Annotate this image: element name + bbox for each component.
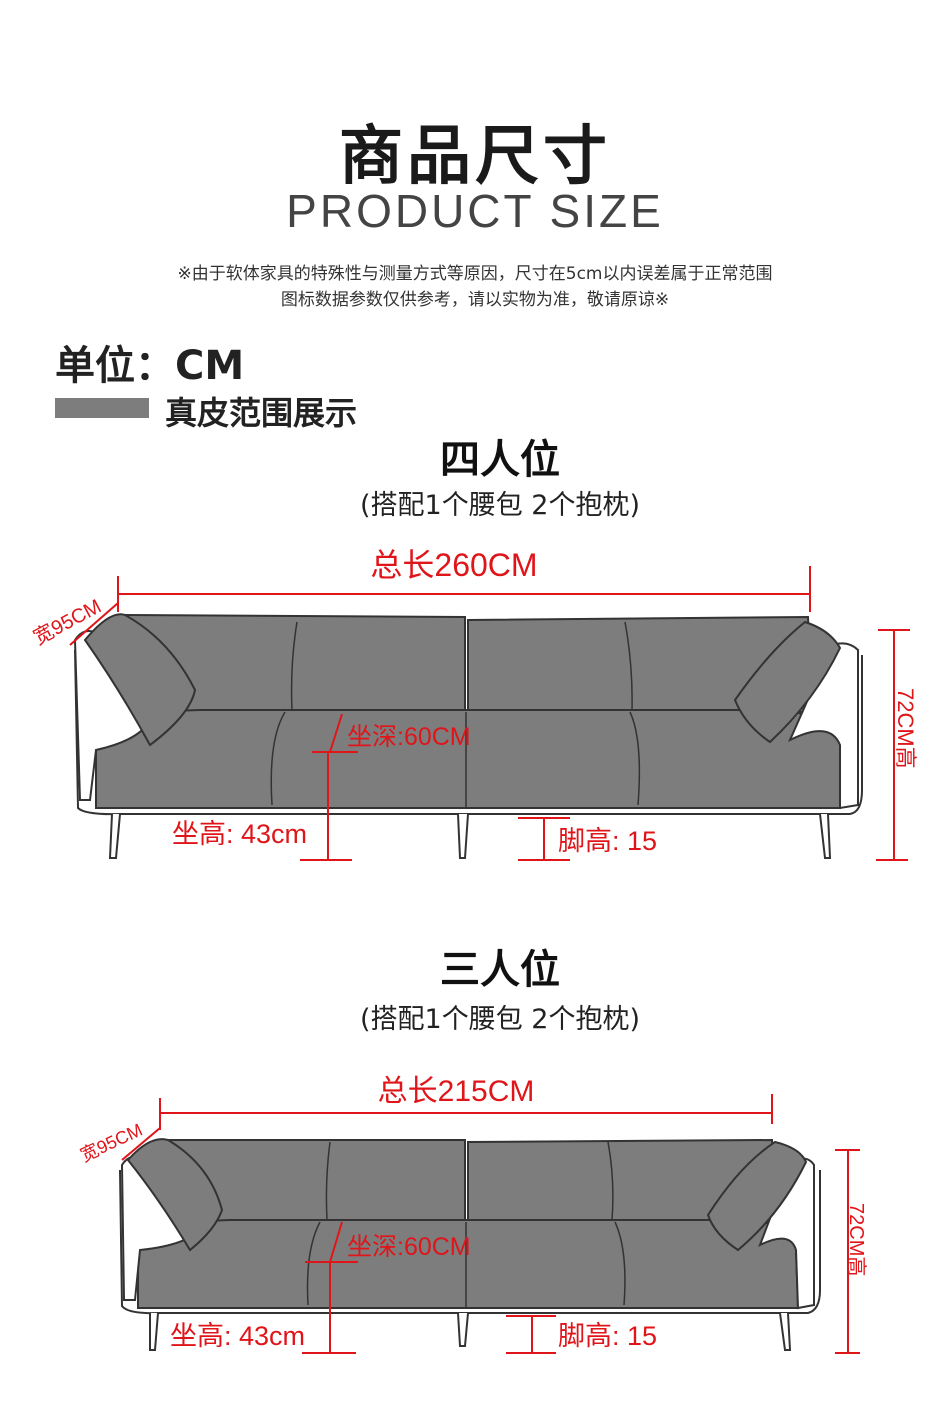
sofa-3-leg-left <box>149 1312 159 1351</box>
sofa-4-title: 四人位 <box>440 437 560 483</box>
sofa-3-leg-right <box>779 1312 792 1351</box>
sofa-4-pillow-left <box>83 613 197 747</box>
sofa-3-seat-height: 坐高: 43cm <box>170 1321 305 1351</box>
sofa-4-leg-mid <box>457 813 469 859</box>
leather-legend-label: 真皮范围展示 <box>165 394 358 432</box>
disclaimer-line-1: ※由于软体家具的特殊性与测量方式等原因，尺寸在5cm以内误差属于正常范围 <box>177 264 773 284</box>
sofa-3-total-length: 总长215CM <box>378 1075 535 1108</box>
sofa-3-pillow-left <box>126 1138 224 1252</box>
unit-label: 单位：CM <box>55 343 245 389</box>
sofa-4-pillow-right <box>733 620 842 744</box>
page-title: 商品尺寸 <box>339 120 611 194</box>
sofa-3-subtitle: (搭配1个腰包 2个抱枕) <box>359 1004 640 1035</box>
sofa-4-height: 72CM高 <box>893 688 918 769</box>
sofa-4-leg-right <box>819 813 832 859</box>
sofa-3-leg-height: 脚高: 15 <box>558 1321 657 1351</box>
sofa-3-seat-depth: 坐深:60CM <box>347 1233 471 1261</box>
sofa-4-leg-height: 脚高: 15 <box>558 826 657 856</box>
sofa-3-pillow-right <box>706 1140 808 1252</box>
sofa-3-leg-mid <box>457 1312 469 1347</box>
sofa-3-height: 72CM高 <box>845 1203 868 1276</box>
disclaimer-line-2: 图标数据参数仅供参考，请以实物为准，敬请原谅※ <box>280 290 670 310</box>
sofa-3-drawing: 总长215CM 宽95CM 72CM高 坐深:60CM 坐高: 43cm 脚高:… <box>77 1075 868 1354</box>
sofa-4-arm-right <box>787 642 859 810</box>
sofa-4-subtitle: (搭配1个腰包 2个抱枕) <box>359 490 640 521</box>
leather-swatch <box>55 398 149 418</box>
sofa-4-leg-left <box>108 813 121 859</box>
page-subtitle-en: PRODUCT SIZE <box>286 185 664 237</box>
sofa-4-seat-depth: 坐深:60CM <box>347 723 471 751</box>
sofa-4-seat-height: 坐高: 43cm <box>172 819 307 849</box>
sofa-4-total-length: 总长260CM <box>370 547 537 583</box>
sofa-3-title: 三人位 <box>440 947 560 993</box>
sofa-4-drawing: 总长260CM 宽95CM 72CM高 坐深:60CM 坐高: 43cm 脚高:… <box>30 547 918 861</box>
